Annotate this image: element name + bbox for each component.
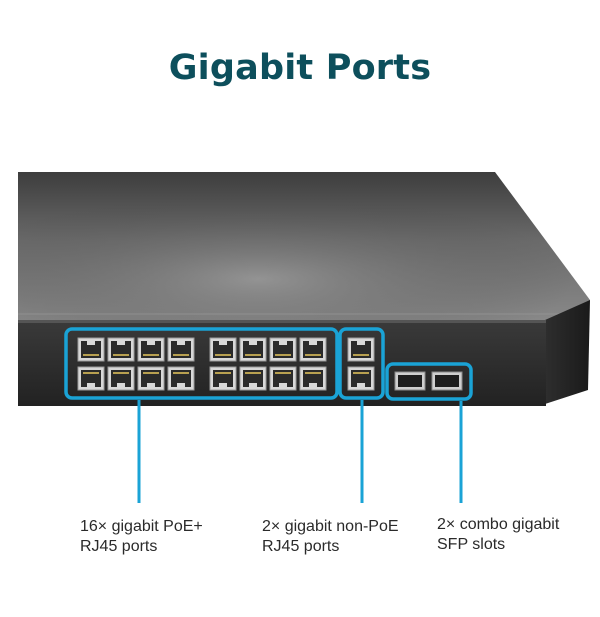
rj45-port: [347, 366, 375, 391]
rj45-port: [239, 366, 267, 391]
callout-sfp-line2: SFP slots: [437, 536, 506, 553]
poe-ports-highlight: [64, 327, 339, 400]
rj45-port: [209, 366, 237, 391]
rj45-port: [107, 366, 135, 391]
rj45-port: [167, 337, 195, 362]
rj45-port: [239, 337, 267, 362]
chassis-side: [545, 300, 590, 404]
rj45-port: [269, 366, 297, 391]
rj45-port: [167, 366, 195, 391]
rj45-port: [299, 337, 327, 362]
rj45-port: [347, 337, 375, 362]
callout-non-poe-line1: 2× gigabit non-PoE: [262, 518, 399, 535]
poe-rj45-ports: [77, 337, 327, 391]
sfp-slots: [394, 371, 463, 391]
callout-poe-line1: 16× gigabit PoE+: [80, 518, 203, 535]
sfp-slot: [431, 371, 463, 391]
page-title: Gigabit Ports: [168, 48, 432, 88]
rj45-port: [137, 337, 165, 362]
callout-non-poe-ports: 2× gigabit non-PoE RJ45 ports: [262, 517, 399, 557]
callout-poe-line2: RJ45 ports: [80, 538, 158, 555]
sfp-slots-highlight: [385, 362, 473, 401]
callout-non-poe-line2: RJ45 ports: [262, 538, 340, 555]
callout-poe-ports: 16× gigabit PoE+ RJ45 ports: [80, 517, 203, 557]
rj45-port: [137, 366, 165, 391]
rj45-port: [209, 337, 237, 362]
rj45-port: [299, 366, 327, 391]
rj45-port: [77, 337, 105, 362]
rj45-port: [77, 366, 105, 391]
rj45-port: [107, 337, 135, 362]
rj45-port: [269, 337, 297, 362]
callout-sfp-line1: 2× combo gigabit: [437, 516, 560, 533]
non-poe-ports-highlight: [338, 327, 385, 400]
sfp-slot: [394, 371, 426, 391]
non-poe-rj45-ports: [347, 337, 375, 391]
callout-sfp-slots: 2× combo gigabit SFP slots: [437, 515, 559, 555]
